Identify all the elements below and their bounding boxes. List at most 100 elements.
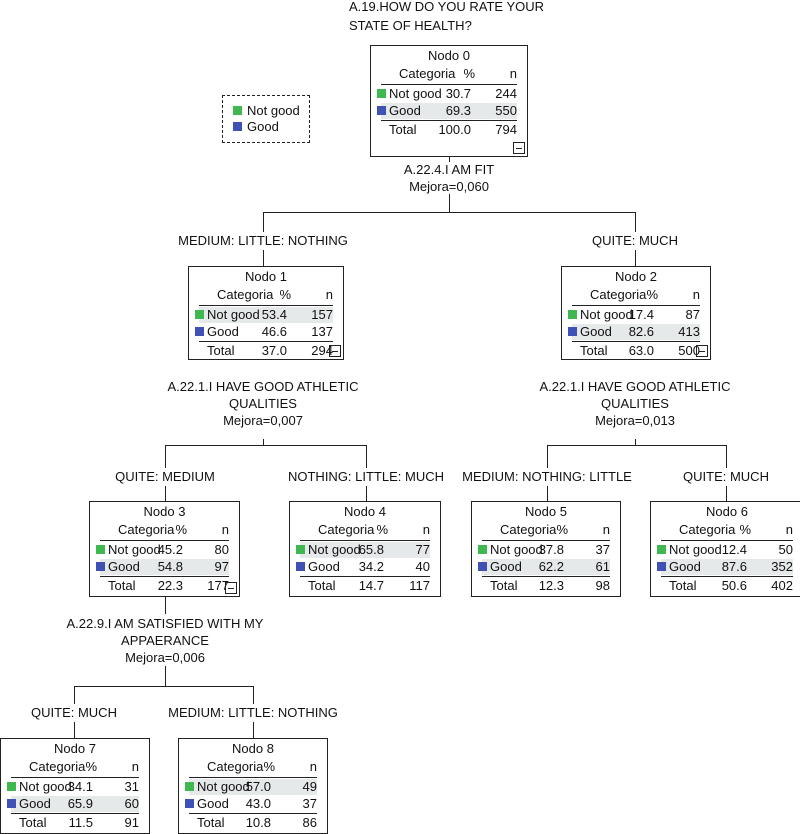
total-rule	[381, 120, 517, 121]
pct-value: 37.8	[538, 542, 564, 557]
pct-value: 11.5	[68, 815, 93, 830]
pct-header: %	[85, 759, 97, 774]
node-title: Nodo 2	[615, 269, 657, 284]
split-improvement: Mejora=0,007	[223, 413, 303, 428]
n-value: 97	[214, 559, 229, 574]
branch-label-node-2: QUITE: MUCH	[585, 232, 685, 249]
node-title: Nodo 1	[245, 269, 287, 284]
node-title: Nodo 8	[232, 741, 274, 756]
not-good-swatch	[377, 89, 386, 98]
total-rule	[300, 576, 430, 577]
pct-header: %	[646, 287, 658, 302]
n-header: n	[422, 522, 430, 537]
tree-title-line-2: STATE OF HEALTH?	[349, 18, 472, 33]
pct-value: 12.3	[538, 578, 564, 593]
n-value: 87	[685, 307, 700, 322]
node-header-row: Categoria%n	[300, 522, 430, 538]
split-variable: APPAERANCE	[121, 633, 209, 648]
pct-value: 63.0	[628, 343, 654, 358]
collapse-node-button[interactable]	[329, 345, 341, 357]
node-header-row: Categoria%n	[100, 522, 229, 538]
not-good-swatch	[7, 782, 16, 791]
header-rule	[381, 84, 517, 85]
total-rule	[199, 341, 333, 342]
branch-label-node-3: QUITE: MEDIUM	[105, 468, 225, 485]
node-header-row: Categoria%n	[661, 522, 793, 538]
n-value: 413	[678, 324, 700, 339]
branch-label-node-6: QUITE: MUCH	[676, 468, 776, 485]
n-value: 244	[495, 86, 517, 101]
collapse-node-button[interactable]	[513, 142, 525, 154]
total-rule	[661, 576, 793, 577]
total-rule	[11, 813, 139, 814]
good-swatch	[568, 327, 577, 336]
n-value: 294	[311, 343, 333, 358]
category-label: Not good	[669, 542, 722, 557]
n-header: n	[509, 66, 517, 81]
split-variable: A.22.1.I HAVE GOOD ATHLETIC	[167, 379, 359, 394]
pct-value: 69.3	[445, 103, 471, 118]
header-rule	[661, 540, 793, 541]
n-value: 98	[595, 578, 610, 593]
tree-title: A.19.HOW DO YOU RATE YOUR STATE OF HEALT…	[349, 0, 544, 35]
n-value: 80	[214, 542, 229, 557]
header-rule	[100, 540, 229, 541]
total-label: Total	[669, 578, 697, 593]
n-value: 40	[415, 559, 430, 574]
category-header: Categoria	[318, 522, 375, 537]
legend: Not good Good	[222, 95, 310, 143]
total-label: Total	[19, 815, 47, 830]
not-good-swatch	[568, 310, 577, 319]
split-label-node-3: A.22.9.I AM SATISFIED WITH MY APPAERANCE…	[40, 615, 290, 666]
branch-label-node-4: NOTHING: LITTLE: MUCH	[283, 468, 449, 485]
pct-value: 34.2	[358, 559, 384, 574]
node-header-row: Categoria%n	[572, 287, 700, 303]
category-header: Categoria	[500, 522, 557, 537]
n-value: 157	[311, 307, 333, 322]
category-label: Good	[207, 324, 239, 339]
node-title: Nodo 6	[706, 504, 748, 519]
n-value: 402	[771, 578, 793, 593]
good-swatch	[7, 799, 16, 808]
total-rule	[482, 576, 610, 577]
n-value: 49	[302, 779, 317, 794]
pct-value: 65.8	[358, 542, 384, 557]
node-header-row: Categoria%n	[189, 759, 317, 775]
split-variable: A.22.1.I HAVE GOOD ATHLETIC	[539, 379, 731, 394]
branch-label-node-8: MEDIUM: LITTLE: NOTHING	[160, 704, 346, 721]
collapse-node-button[interactable]	[225, 582, 237, 594]
n-value: 117	[409, 578, 430, 593]
not-good-swatch	[195, 310, 204, 319]
collapse-node-button[interactable]	[696, 345, 708, 357]
total-label: Total	[108, 578, 136, 593]
pct-header: %	[463, 66, 475, 81]
not-good-swatch	[185, 782, 194, 791]
pct-value: 57.0	[245, 779, 271, 794]
split-label-node-2: A.22.1.I HAVE GOOD ATHLETIC QUALITIES Me…	[525, 378, 745, 429]
not-good-swatch	[96, 545, 105, 554]
category-label: Not good	[207, 307, 260, 322]
category-label: Good	[389, 103, 421, 118]
category-header: Categoria	[29, 759, 86, 774]
split-label-node-1: A.22.1.I HAVE GOOD ATHLETIC QUALITIES Me…	[153, 378, 373, 429]
category-label: Not good	[197, 779, 250, 794]
total-rule	[572, 341, 700, 342]
split-variable: QUALITIES	[229, 396, 297, 411]
